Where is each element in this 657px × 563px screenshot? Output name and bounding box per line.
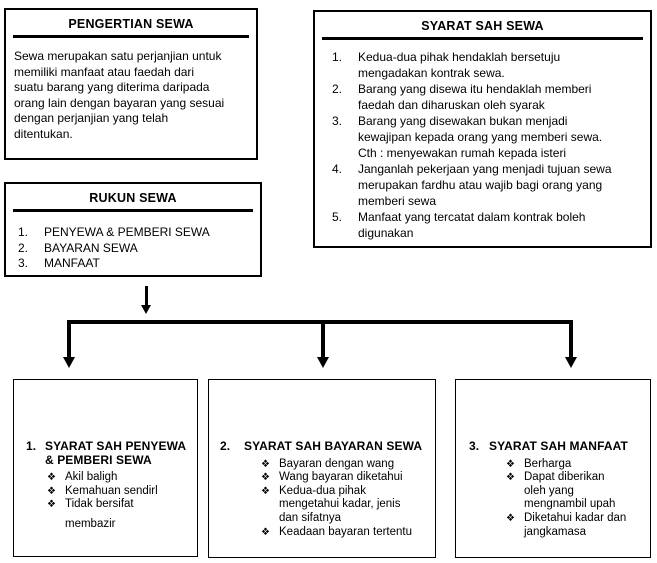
list-item: 3. MANFAAT bbox=[18, 256, 254, 272]
bullet-text: Wang bayaran diketahui bbox=[279, 471, 403, 484]
title-underline bbox=[13, 35, 249, 38]
syarat-sah-sewa-list: 1. Kedua-dua pihak hendaklah bersetuju m… bbox=[315, 49, 650, 241]
list-item: 1. Kedua-dua pihak hendaklah bersetuju m… bbox=[332, 49, 642, 81]
syarat-sah-sewa-box: SYARAT SAH SEWA 1. Kedua-dua pihak henda… bbox=[313, 10, 652, 248]
list-item: 3. Barang yang disewakan bukan menjadi k… bbox=[332, 113, 642, 161]
diamond-bullet-icon: ❖ bbox=[47, 485, 56, 497]
bullet-continuation-text: membazir bbox=[65, 517, 116, 530]
heading-number: 3. bbox=[469, 439, 480, 453]
bullet-text: Diketahui kadar dan jangkamasa bbox=[524, 511, 627, 538]
box-heading: 1. SYARAT SAH PENYEWA & PEMBERI SEWA bbox=[14, 439, 197, 467]
bullet-text: Dapat diberikan oleh yang mengnambil upa… bbox=[524, 471, 616, 511]
list-item: 4. Janganlah pekerjaan yang menjadi tuju… bbox=[332, 161, 642, 209]
right-branch-arrow-head-icon bbox=[564, 357, 577, 368]
pengertian-sewa-title: PENGERTIAN SEWA bbox=[68, 17, 194, 31]
item-number: 1. bbox=[332, 50, 343, 64]
heading-number: 2. bbox=[220, 439, 231, 453]
branch-horizontal-line bbox=[67, 320, 573, 324]
diamond-bullet-icon: ❖ bbox=[261, 472, 270, 484]
item-number: 3. bbox=[18, 256, 29, 270]
box-content: 1. SYARAT SAH PENYEWA & PEMBERI SEWA ❖ A… bbox=[14, 380, 197, 532]
bullet-item: ❖ Wang bayaran diketahui bbox=[261, 471, 431, 485]
bullet-text: Kedua-dua pihak mengetahui kadar, jenis … bbox=[279, 484, 401, 524]
pengertian-sewa-body: Sewa merupakan satu perjanjian untuk mem… bbox=[14, 49, 225, 141]
right-branch-arrow-stem bbox=[569, 320, 573, 358]
heading-text: SYARAT SAH PENYEWA & PEMBERI SEWA bbox=[45, 439, 187, 467]
rukun-down-arrow-stem bbox=[145, 286, 148, 306]
bullet-item: ❖ Keadaan bayaran tertentu bbox=[261, 526, 431, 540]
title-underline bbox=[322, 37, 643, 40]
diamond-bullet-icon: ❖ bbox=[261, 526, 270, 538]
bullet-item: ❖ Bayaran dengan wang bbox=[261, 458, 431, 472]
item-text: Manfaat yang tercatat dalam kontrak bole… bbox=[358, 210, 586, 240]
bullet-item: ❖ Kedua-dua pihak mengetahui kadar, jeni… bbox=[261, 485, 431, 526]
syarat-sah-penyewa-box: 1. SYARAT SAH PENYEWA & PEMBERI SEWA ❖ A… bbox=[13, 379, 198, 557]
syarat-sah-manfaat-box: 3. SYARAT SAH MANFAAT ❖ Berharga ❖ Dapat… bbox=[455, 379, 651, 558]
bullet-text: Keadaan bayaran tertentu bbox=[279, 525, 412, 538]
syarat-sah-bayaran-box: 2. SYARAT SAH BAYARAN SEWA ❖ Bayaran den… bbox=[208, 379, 436, 558]
item-number: 2. bbox=[18, 240, 29, 255]
diamond-bullet-icon: ❖ bbox=[506, 512, 515, 524]
item-text: Janganlah pekerjaan yang menjadi tujuan … bbox=[358, 162, 612, 208]
bullet-item: ❖ Tidak bersifat bbox=[47, 498, 193, 512]
list-item: 2. BAYARAN SEWA bbox=[18, 241, 254, 257]
diamond-bullet-icon: ❖ bbox=[261, 485, 270, 497]
box-content: 3. SYARAT SAH MANFAAT ❖ Berharga ❖ Dapat… bbox=[456, 380, 650, 539]
list-item: 5. Manfaat yang tercatat dalam kontrak b… bbox=[332, 209, 642, 241]
rukun-sewa-title: RUKUN SEWA bbox=[89, 191, 177, 205]
middle-branch-arrow-stem bbox=[321, 320, 325, 358]
heading-text: SYARAT SAH BAYARAN SEWA bbox=[244, 439, 423, 453]
item-number: 2. bbox=[332, 82, 343, 96]
item-text: PENYEWA & PEMBERI SEWA bbox=[44, 225, 210, 239]
bullet-text: Kemahuan sendirl bbox=[65, 484, 158, 497]
rukun-sewa-box: RUKUN SEWA 1. PENYEWA & PEMBERI SEWA 2. … bbox=[4, 182, 262, 277]
bullet-item: ❖ Berharga bbox=[506, 458, 646, 472]
bullet-item: ❖ Kemahuan sendirl bbox=[47, 485, 193, 499]
bullet-list: ❖ Akil baligh ❖ Kemahuan sendirl ❖ Tidak… bbox=[14, 471, 197, 512]
item-text: BAYARAN SEWA bbox=[44, 240, 138, 255]
diamond-bullet-icon: ❖ bbox=[506, 458, 515, 470]
title-underline bbox=[13, 209, 253, 212]
list-item: 2. Barang yang disewa itu hendaklah memb… bbox=[332, 81, 642, 113]
left-branch-arrow-head-icon bbox=[62, 357, 75, 368]
bullet-item: ❖ Diketahui kadar dan jangkamasa bbox=[506, 512, 646, 539]
rukun-down-arrow-head-icon bbox=[141, 305, 151, 314]
bullet-item: ❖ Akil baligh bbox=[47, 471, 193, 485]
left-branch-arrow-stem bbox=[67, 320, 71, 358]
diamond-bullet-icon: ❖ bbox=[47, 499, 56, 511]
item-text: Kedua-dua pihak hendaklah bersetuju meng… bbox=[358, 50, 561, 80]
item-number: 4. bbox=[332, 162, 343, 176]
pengertian-sewa-box: PENGERTIAN SEWA Sewa merupakan satu perj… bbox=[4, 8, 258, 160]
bullet-text: Bayaran dengan wang bbox=[279, 457, 395, 470]
diamond-bullet-icon: ❖ bbox=[506, 472, 515, 484]
bullet-list: ❖ Bayaran dengan wang ❖ Wang bayaran dik… bbox=[209, 458, 435, 540]
box-content: 2. SYARAT SAH BAYARAN SEWA ❖ Bayaran den… bbox=[209, 380, 435, 539]
box-heading: 3. SYARAT SAH MANFAAT bbox=[456, 439, 650, 454]
heading-text: SYARAT SAH MANFAAT bbox=[489, 439, 628, 453]
diamond-bullet-icon: ❖ bbox=[261, 458, 270, 470]
heading-number: 1. bbox=[26, 439, 37, 453]
item-text: Barang yang disewa itu hendaklah memberi… bbox=[358, 82, 592, 112]
item-text: Barang yang disewakan bukan menjadi kewa… bbox=[358, 114, 603, 160]
item-number: 3. bbox=[332, 114, 343, 128]
middle-branch-arrow-head-icon bbox=[316, 357, 329, 368]
diamond-bullet-icon: ❖ bbox=[47, 472, 56, 484]
item-text: MANFAAT bbox=[44, 256, 100, 270]
bullet-text: Tidak bersifat bbox=[65, 498, 134, 511]
bullet-text: Akil baligh bbox=[65, 471, 118, 484]
list-item: 1. PENYEWA & PEMBERI SEWA bbox=[18, 225, 254, 241]
box-heading: 2. SYARAT SAH BAYARAN SEWA bbox=[209, 439, 435, 454]
item-number: 1. bbox=[18, 225, 29, 239]
syarat-sah-sewa-title: SYARAT SAH SEWA bbox=[421, 19, 544, 33]
bullet-item: ❖ Dapat diberikan oleh yang mengnambil u… bbox=[506, 471, 646, 512]
item-number: 5. bbox=[332, 210, 343, 224]
bullet-text: Berharga bbox=[524, 457, 572, 470]
bullet-list: ❖ Berharga ❖ Dapat diberikan oleh yang m… bbox=[456, 458, 650, 540]
rukun-sewa-list: 1. PENYEWA & PEMBERI SEWA 2. BAYARAN SEW… bbox=[6, 225, 260, 272]
